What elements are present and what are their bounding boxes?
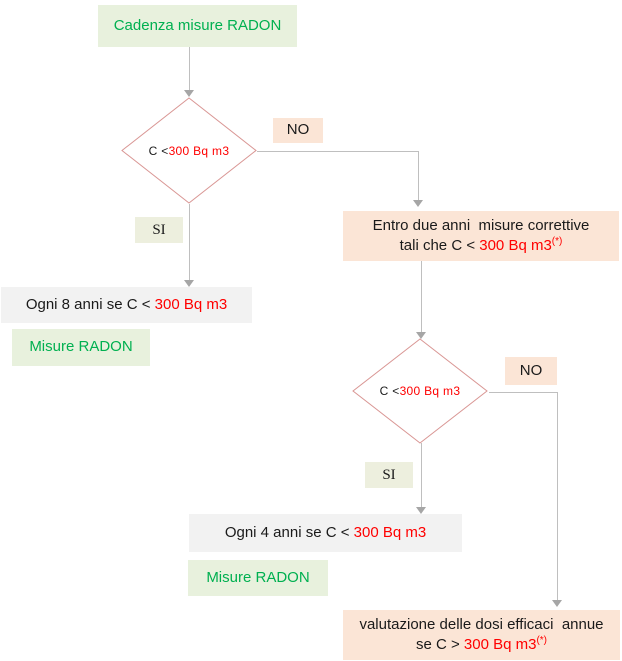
- diamond-shape-icon: [121, 97, 257, 204]
- decision1-value: 300 Bq m3: [168, 143, 230, 158]
- branch1-si-text: SI: [152, 221, 166, 238]
- corrective-line2-value: 300 Bq m3: [479, 236, 552, 254]
- branch2-no-label: NO: [505, 357, 557, 385]
- branch2-si-text: SI: [382, 466, 396, 483]
- decision2-value: 300 Bq m3: [399, 384, 461, 398]
- arrow-down-icon: [416, 332, 426, 339]
- dose-line2-prefix: se C >: [415, 635, 464, 653]
- corrective-line2-note: (*): [551, 235, 563, 247]
- every4-value: 300 Bq m3: [353, 523, 427, 541]
- every4-prefix: Ogni 4 anni se C <: [224, 523, 354, 541]
- connector-decision1-no-vertical: [418, 151, 419, 200]
- dose-line2: se C > 300 Bq m3(*): [416, 635, 547, 655]
- connector-start-to-decision1: [189, 47, 190, 90]
- branch1-si-label: SI: [135, 217, 183, 243]
- dose-line1: valutazione delle dosi efficaci annue: [359, 615, 604, 633]
- every8-prefix: Ogni 8 anni se C <: [25, 295, 155, 313]
- decision1-diamond: C < 300 Bq m3: [121, 97, 257, 204]
- every8-value: 300 Bq m3: [154, 295, 228, 313]
- decision1-prefix: C <: [148, 143, 169, 158]
- every8-text: Ogni 8 anni se C < 300 Bq m3: [26, 296, 227, 315]
- arrow-down-icon: [184, 280, 194, 287]
- branch1-no-label: NO: [273, 118, 323, 143]
- dose-line2-note: (*): [536, 634, 548, 646]
- connector-decision1-no-horizontal: [257, 151, 418, 152]
- every4-box: Ogni 4 anni se C < 300 Bq m3: [189, 514, 462, 552]
- arrow-down-icon: [413, 200, 423, 207]
- branch2-no-text: NO: [519, 361, 543, 379]
- connector-decision2-si-vertical: [421, 443, 422, 507]
- start-box-label: Cadenza misure RADON: [113, 16, 282, 34]
- decision2-prefix: C <: [379, 384, 400, 398]
- corrective-line2-prefix: tali che C <: [399, 236, 480, 254]
- connector-decision2-no-horizontal: [489, 392, 557, 393]
- dose-line2-value: 300 Bq m3: [463, 635, 537, 653]
- corrective-box: Entro due anni misure correttive tali ch…: [343, 211, 619, 261]
- misure-radon-1-box: Misure RADON: [12, 329, 150, 366]
- every8-box: Ogni 8 anni se C < 300 Bq m3: [1, 287, 252, 323]
- branch2-si-label: SI: [365, 462, 413, 488]
- arrow-down-icon: [184, 90, 194, 97]
- decision2-text: C < 300 Bq m3: [352, 338, 488, 444]
- misure-radon-2-label: Misure RADON: [206, 568, 310, 586]
- every4-text: Ogni 4 anni se C < 300 Bq m3: [225, 524, 426, 543]
- dose-box: valutazione delle dosi efficaci annue se…: [343, 610, 620, 660]
- decision1-text: C < 300 Bq m3: [121, 97, 257, 204]
- arrow-down-icon: [416, 507, 426, 514]
- corrective-line2: tali che C < 300 Bq m3(*): [400, 236, 563, 256]
- decision2-diamond: C < 300 Bq m3: [352, 338, 488, 444]
- corrective-line1: Entro due anni misure correttive: [372, 216, 590, 234]
- misure-radon-2-box: Misure RADON: [188, 560, 328, 596]
- misure-radon-1-label: Misure RADON: [29, 338, 133, 356]
- branch1-no-text: NO: [286, 121, 310, 139]
- start-box: Cadenza misure RADON: [98, 5, 297, 47]
- diamond-shape-icon: [352, 338, 488, 444]
- connector-decision1-si-vertical: [189, 204, 190, 280]
- connector-corrective-to-decision2: [421, 261, 422, 332]
- connector-decision2-no-vertical: [557, 392, 558, 600]
- arrow-down-icon: [552, 600, 562, 607]
